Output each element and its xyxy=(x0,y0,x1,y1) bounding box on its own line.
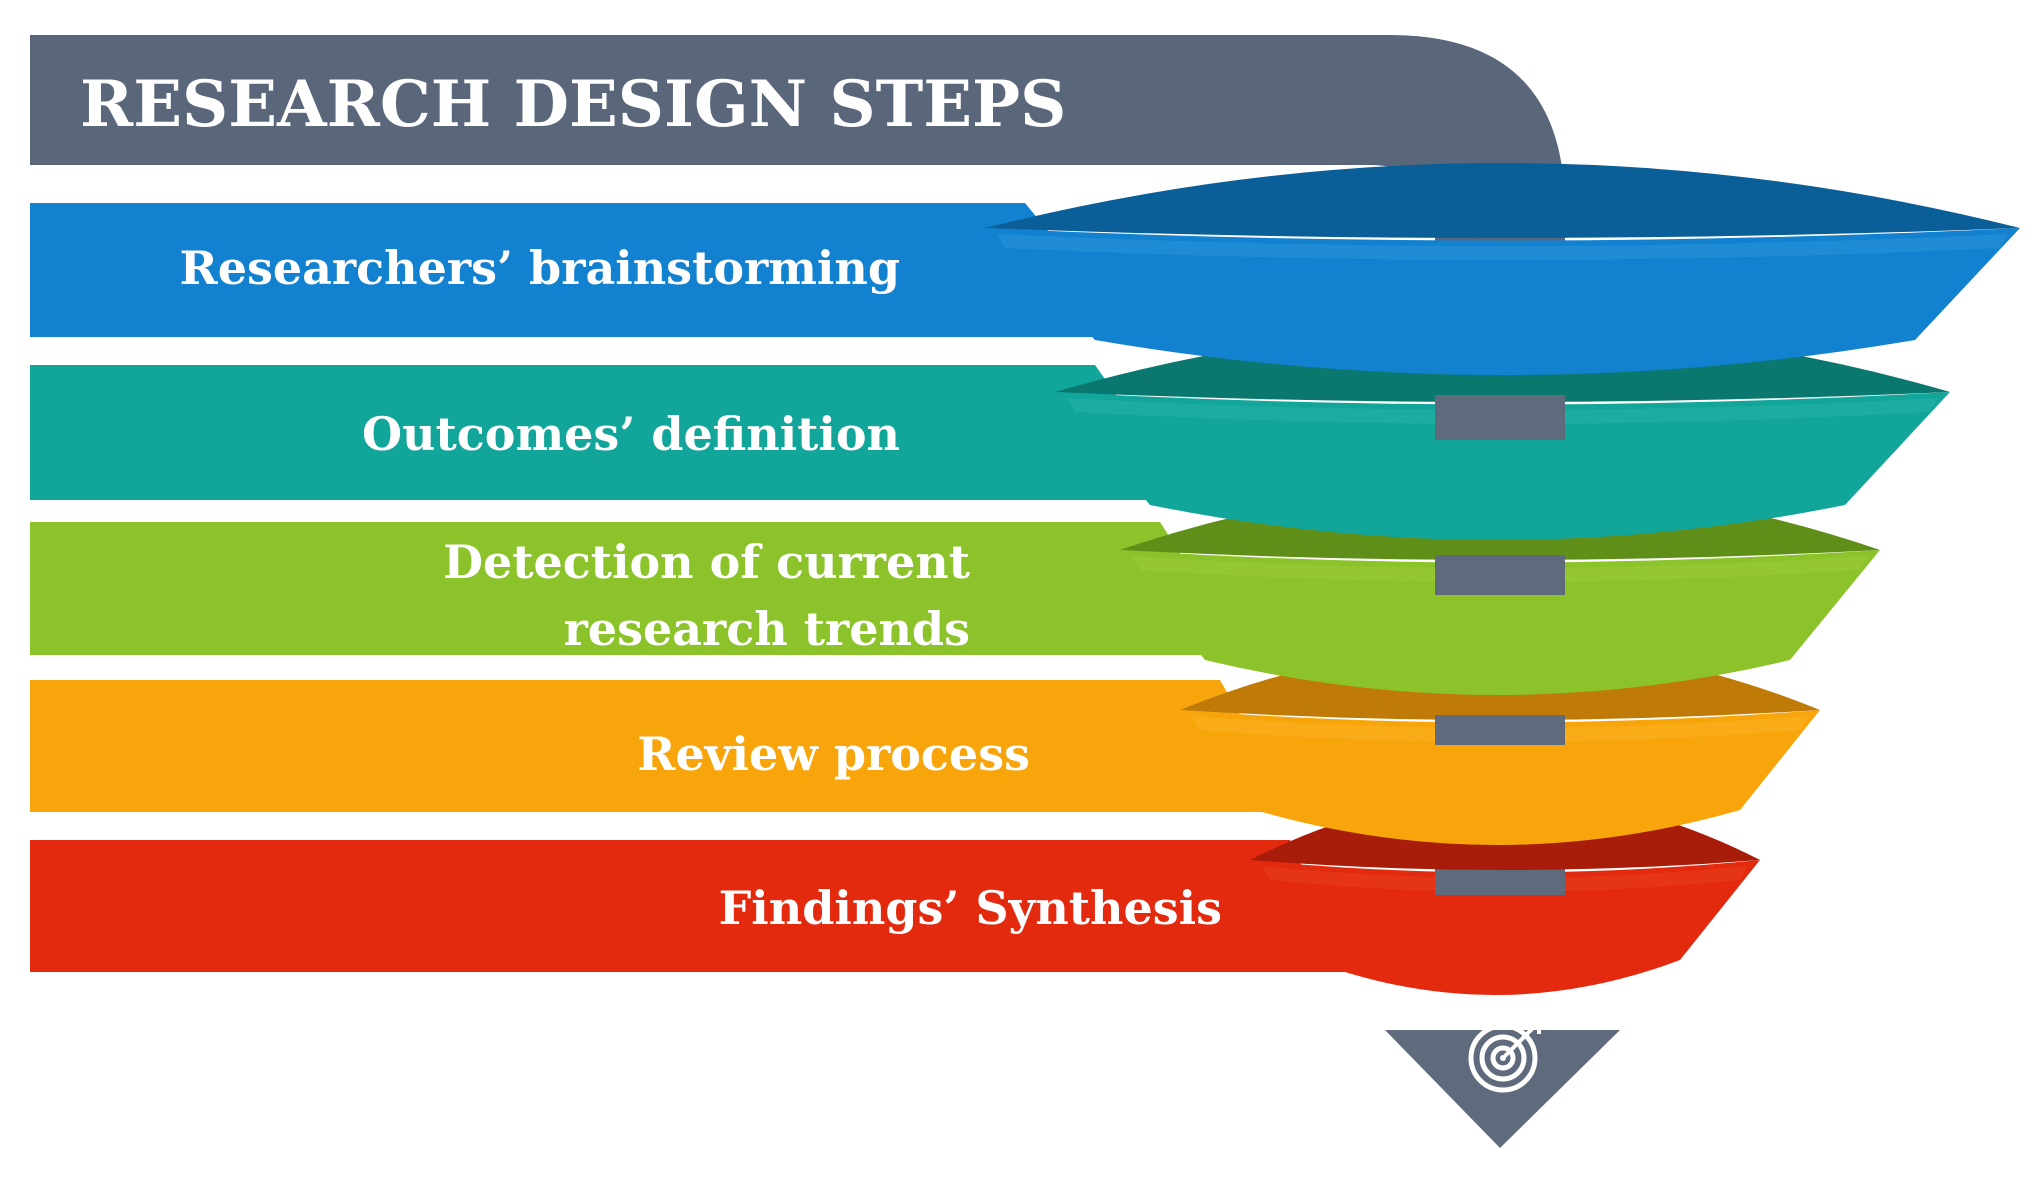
ring-highlight xyxy=(997,234,2008,260)
step-band xyxy=(30,840,1350,972)
down-arrow xyxy=(1385,1020,1620,1148)
step-1: Researchers’ brainstorming xyxy=(30,163,2020,375)
ring-inner xyxy=(985,163,2020,238)
step-bands: Findings’ Synthesis Review process Detecti… xyxy=(30,163,2020,995)
step-5: Findings’ Synthesis xyxy=(30,795,1760,995)
title-band xyxy=(30,35,1565,890)
step-label: Review process xyxy=(637,727,1030,781)
title-banner: RESEARCH DESIGN STEPS xyxy=(30,35,1565,890)
step-band xyxy=(30,680,1295,812)
step-label: Researchers’ brainstorming xyxy=(179,241,900,295)
step-band xyxy=(30,365,1190,500)
step-label: Findings’ Synthesis xyxy=(719,881,1222,935)
pipe-segment xyxy=(1435,395,1565,440)
pipe-segment xyxy=(1435,555,1565,595)
ring-front xyxy=(985,228,2020,375)
ring-front xyxy=(1180,710,1820,845)
pipe-segment xyxy=(1435,715,1565,745)
ring-front xyxy=(1120,550,1880,695)
step-band xyxy=(30,203,1135,337)
step-label: Outcomes’ definition xyxy=(362,407,900,461)
step-label: research trends xyxy=(564,602,970,656)
pipe-segment xyxy=(1435,870,1565,895)
target-icon xyxy=(1468,1020,1541,1093)
step-label: Detection of current xyxy=(443,535,971,589)
page-title: RESEARCH DESIGN STEPS xyxy=(80,67,1066,142)
step-band xyxy=(30,522,1245,655)
ring-front xyxy=(1055,392,1950,540)
ring-front xyxy=(1250,860,1760,995)
